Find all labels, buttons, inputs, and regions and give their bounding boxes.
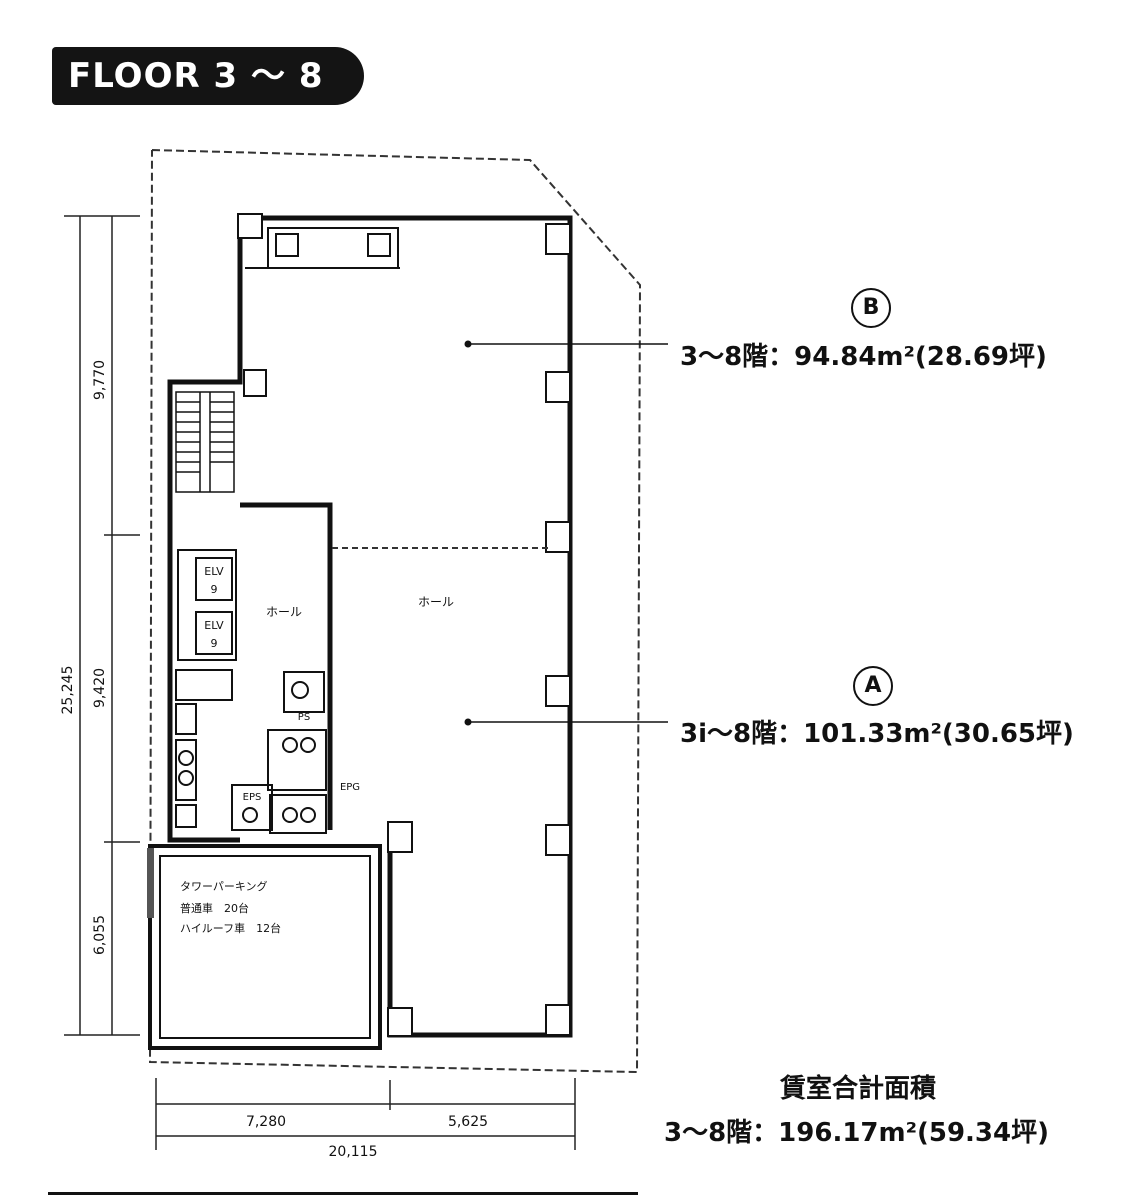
dimension-horizontal-total: 20,115: [329, 1144, 378, 1160]
unit-a-point: [464, 718, 472, 726]
bottom-rule: [48, 1192, 638, 1195]
parking-title: タワーパーキング: [180, 879, 268, 893]
unit-b-letter: B: [851, 288, 891, 328]
unit-a-letter: A: [853, 666, 893, 706]
unit-a-area: 3i～8階：101.33m²(30.65坪): [680, 719, 1074, 749]
service-core: [175, 669, 327, 834]
room-label-hall-left: ホール: [266, 605, 302, 619]
elevator-2-number: 9: [211, 637, 218, 650]
tower-parking-block: [148, 844, 382, 1050]
elevator-1-number: 9: [211, 583, 218, 596]
top-utility-strip: [245, 227, 400, 269]
dimension-vertical-total: 25,245: [60, 666, 76, 715]
dimension-vertical-3: 6,055: [92, 915, 108, 955]
elevator-1-label: ELV: [204, 565, 224, 578]
unit-b-area: 3～8階：94.84m²(28.69坪): [680, 342, 1047, 372]
elevator-shafts: [177, 549, 237, 661]
dimension-vertical-1: 9,770: [92, 360, 108, 400]
vertical-dimension-lines: [64, 215, 140, 1036]
floor-label: FLOOR 3 ～ 8: [52, 47, 364, 105]
parking-entrance-marker: [147, 848, 154, 918]
ps-label: PS: [298, 712, 310, 723]
horizontal-dimension-lines: [155, 1078, 576, 1150]
parking-row-2: ハイルーフ車 12台: [180, 921, 281, 935]
area-leader-lines: [468, 343, 668, 723]
parking-row-1: 普通車 20台: [180, 901, 249, 915]
elevator-2-label: ELV: [204, 619, 224, 632]
staircase: [175, 391, 235, 493]
total-area-value: 3～8階：196.17m²(59.34坪): [664, 1118, 1049, 1148]
eps-label: EPS: [243, 792, 262, 803]
epg-label: EPG: [340, 782, 360, 793]
total-area-title: 賃室合計面積: [780, 1074, 937, 1104]
room-label-hall-right: ホール: [418, 595, 454, 609]
dimension-vertical-2: 9,420: [92, 668, 108, 708]
structural-columns: [237, 213, 571, 1037]
dimension-horizontal-right: 5,625: [448, 1114, 488, 1130]
dimension-horizontal-left: 7,280: [246, 1114, 286, 1130]
unit-b-point: [464, 340, 472, 348]
